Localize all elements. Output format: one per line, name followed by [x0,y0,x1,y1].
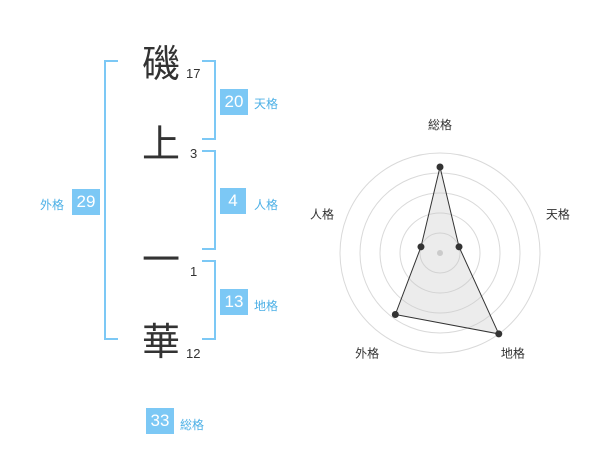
radar-point-5 [417,243,425,251]
radar-grid-ring-1 [419,232,461,274]
stroke-count-1: 17 [186,66,201,81]
gaikaku-label: 外格 [40,198,65,212]
soukaku-label: 総格 [180,418,205,432]
radar-axis-label-2: 天格 [546,207,570,222]
tenkaku-value-badge: 20 [220,89,248,115]
radar-grid-ring-4 [359,172,521,334]
jinkaku-bracket [202,150,216,250]
radar-point-4 [391,310,399,318]
radar-grid-ring-3 [379,192,501,314]
radar-point-1 [436,163,444,171]
chikaku-label: 地格 [254,299,279,313]
chikaku-bracket [202,260,216,340]
radar-point-2 [455,243,463,251]
radar-axis-label-5: 人格 [310,207,334,222]
radar-data-polygon [394,166,500,335]
gaikaku-bracket [104,60,118,340]
radar-grid-ring-5 [339,152,541,354]
radar-center-dot [437,250,443,256]
name-char-4: 華 [142,320,181,364]
tenkaku-label: 天格 [254,97,279,111]
jinkaku-label: 人格 [254,198,279,212]
jinkaku-value-badge: 4 [220,188,246,214]
radar-point-3 [495,330,503,338]
radar-grid-ring-2 [399,212,481,294]
radar-axis-label-3: 地格 [501,345,525,360]
stroke-count-4: 12 [186,346,201,361]
radar-axis-label-4: 外格 [355,345,379,360]
stroke-count-2: 3 [190,146,198,161]
name-char-3: 一 [142,238,181,282]
soukaku-value-badge: 33 [146,408,174,434]
stroke-count-3: 1 [190,264,198,279]
radar-axis-label-1: 総格 [428,117,452,132]
name-char-2: 上 [142,122,181,166]
name-char-1: 磯 [142,42,181,86]
gaikaku-value-badge: 29 [72,189,100,215]
tenkaku-bracket [202,60,216,140]
chikaku-value-badge: 13 [220,289,248,315]
